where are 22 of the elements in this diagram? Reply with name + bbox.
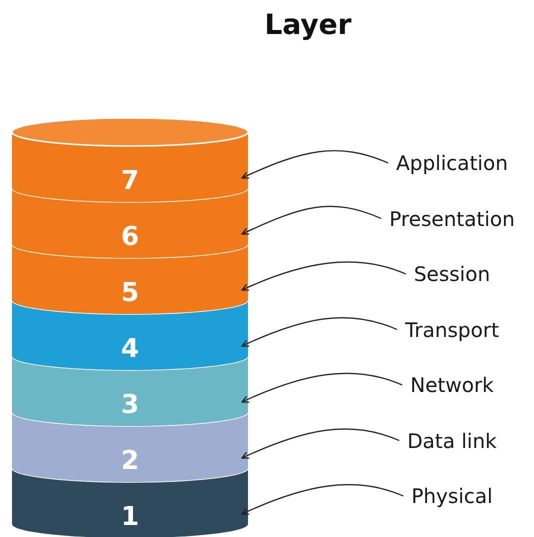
arrow	[241, 317, 398, 347]
arrow	[241, 206, 382, 235]
arrow	[241, 484, 404, 515]
layer-name: Physical	[411, 483, 493, 509]
layer-name: Data link	[407, 428, 497, 454]
layer-name: Presentation	[389, 206, 515, 232]
layer-number: 5	[120, 278, 140, 308]
layer-name: Network	[410, 372, 494, 398]
layer-name: Application	[396, 150, 508, 176]
layer-number: 1	[120, 502, 140, 532]
arrow	[241, 262, 406, 291]
arrow	[241, 150, 388, 179]
layer-number: 4	[120, 334, 140, 364]
title: Layer	[264, 8, 352, 41]
layer-number: 2	[120, 446, 140, 476]
layer-number: 7	[120, 166, 140, 196]
arrow	[241, 372, 402, 403]
layer-number: 3	[120, 390, 140, 420]
layer-name: Transport	[405, 316, 499, 342]
layer-name: Session	[414, 261, 490, 287]
layer-number: 6	[120, 222, 140, 252]
arrow	[241, 428, 400, 459]
